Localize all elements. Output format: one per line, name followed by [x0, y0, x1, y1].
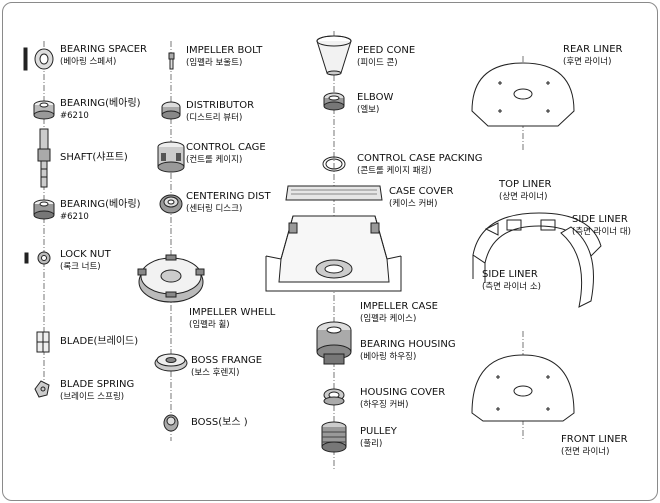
control-cage-part: [157, 141, 185, 173]
peed-cone-part: [316, 35, 352, 76]
label-top-liner: TOP LINER (상면 라이너): [499, 179, 552, 202]
shaft-part: [37, 128, 51, 188]
label-bearing-spacer: BEARING SPACER (베아링 스페셔): [60, 44, 147, 67]
bearing-part-1: [33, 100, 55, 120]
label-control-cage: CONTROL CAGE (컨트롤 케이지): [186, 142, 266, 165]
control-case-packing-part: [322, 156, 346, 172]
label-side-liner-large: SIDE LINER (측면 라이너 대): [572, 214, 631, 237]
impeller-whell-part: [137, 254, 205, 303]
exploded-parts-drawing: [23, 31, 602, 471]
label-shaft: SHAFT(샤프트): [60, 152, 128, 163]
label-side-liner-small: SIDE LINER (측면 라이너 소): [482, 269, 541, 292]
case-cover-part: [285, 185, 383, 201]
label-bearing-housing: BEARING HOUSING (베아링 하우징): [360, 339, 456, 362]
label-front-liner: FRONT LINER (전면 라이너): [561, 434, 628, 457]
label-impeller-bolt: IMPELLER BOLT (임펠라 보울트): [186, 45, 263, 68]
label-bearing-1: BEARING(베아링) #6210: [60, 98, 141, 121]
pulley-part: [321, 421, 347, 453]
boss-frange-part: [154, 353, 188, 372]
label-control-case-packing: CONTROL CASE PACKING (콘트롤 케이지 패킹): [357, 153, 483, 176]
bearing-spacer-part: [23, 47, 54, 71]
label-housing-cover: HOUSING COVER (하우징 커버): [360, 387, 446, 410]
boss-part: [163, 414, 179, 432]
distributor-part: [161, 101, 181, 120]
label-boss-frange: BOSS FRANGE (보스 후렌지): [191, 355, 263, 378]
front-liner-part: [471, 354, 575, 422]
side-liner-large-part: [560, 226, 594, 308]
bearing-part-2: [33, 199, 55, 220]
label-elbow: ELBOW (엘보): [357, 92, 394, 115]
label-distributor: DISTRIBUTOR (디스트리 뷰터): [186, 100, 255, 123]
blade-spring-part: [34, 380, 50, 398]
lock-nut-part: [24, 251, 51, 265]
label-blade: BLADE(브레이드): [60, 336, 139, 347]
rear-liner-part: [471, 62, 575, 127]
elbow-part: [323, 92, 345, 111]
housing-cover-part: [323, 388, 345, 406]
impeller-bolt-part: [168, 52, 175, 70]
label-impeller-whell: IMPELLER WHELL (임펠라 휠): [189, 307, 276, 330]
label-pulley: PULLEY (풀리): [360, 426, 397, 449]
blade-part: [36, 331, 50, 353]
label-blade-spring: BLADE SPRING (브레이드 스프링): [60, 379, 135, 402]
label-rear-liner: REAR LINER (후면 라이너): [563, 44, 623, 67]
label-impeller-case: IMPELLER CASE (임펠라 케이스): [360, 301, 439, 324]
label-lock-nut: LOCK NUT (록크 너트): [60, 249, 111, 272]
top-liner-part: [472, 212, 602, 283]
label-boss: BOSS(보스 ): [191, 417, 248, 428]
label-peed-cone: PEED CONE (피이드 콘): [357, 45, 416, 68]
impeller-case-part: [265, 215, 402, 292]
bearing-housing-part: [316, 321, 352, 365]
label-case-cover: CASE COVER (케이스 커버): [389, 186, 454, 209]
label-centering-dist: CENTERING DIST (센터링 디스크): [186, 191, 271, 214]
label-bearing-2: BEARING(베아링) #6210: [60, 199, 141, 222]
centering-dist-part: [159, 194, 183, 214]
